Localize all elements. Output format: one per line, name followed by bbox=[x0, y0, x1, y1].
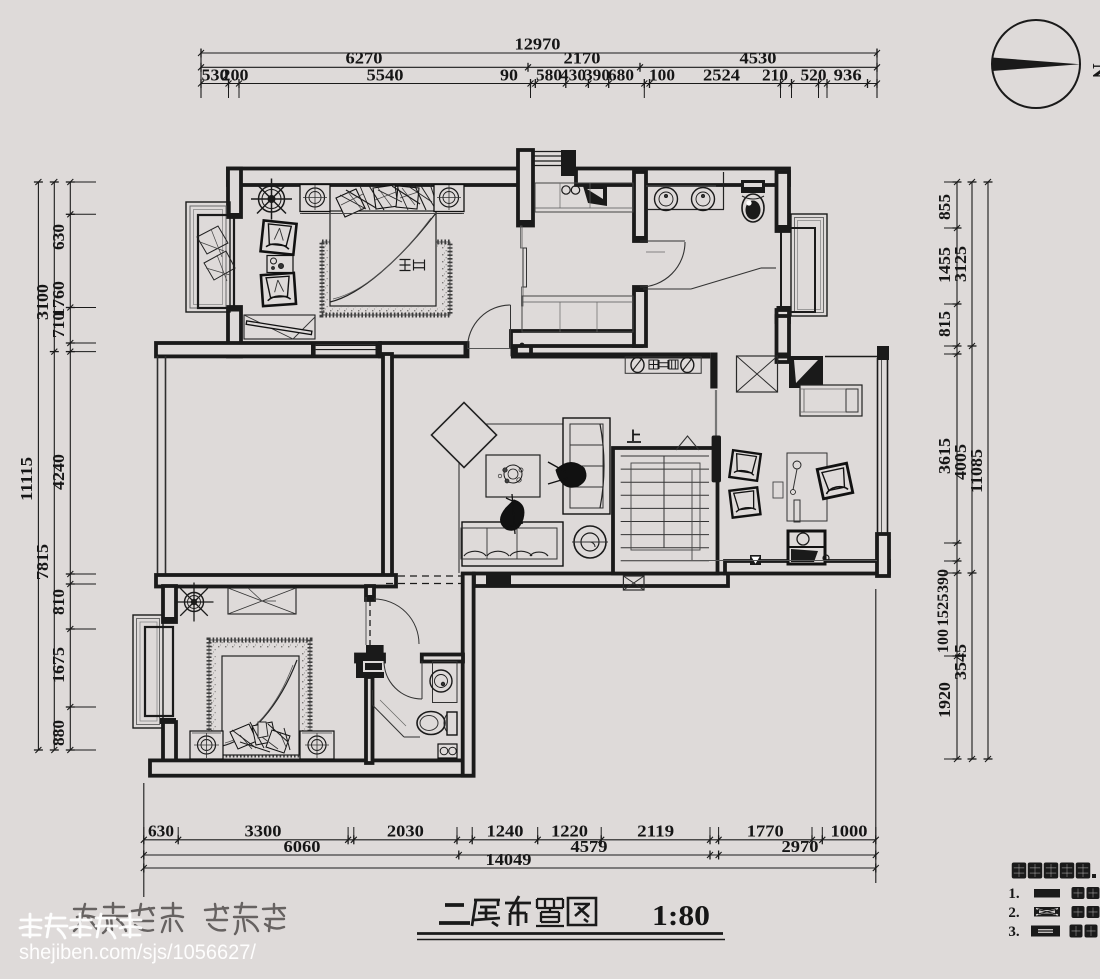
svg-text:1920: 1920 bbox=[935, 682, 954, 718]
svg-text:N: N bbox=[1088, 63, 1100, 78]
svg-text:3100: 3100 bbox=[33, 284, 52, 320]
svg-text:880: 880 bbox=[49, 720, 68, 746]
svg-text:1455: 1455 bbox=[935, 247, 954, 283]
svg-text:1760: 1760 bbox=[49, 281, 68, 317]
svg-text:2524: 2524 bbox=[703, 66, 741, 85]
svg-text:4240: 4240 bbox=[49, 454, 68, 490]
svg-text:100: 100 bbox=[649, 66, 675, 85]
svg-text:6270: 6270 bbox=[346, 49, 383, 68]
svg-text:7815: 7815 bbox=[33, 544, 52, 580]
svg-text:90: 90 bbox=[500, 66, 518, 85]
svg-text:710: 710 bbox=[49, 312, 68, 338]
svg-text:6060: 6060 bbox=[284, 837, 321, 856]
svg-text:1.: 1. bbox=[1008, 886, 1020, 902]
svg-text:12970: 12970 bbox=[515, 35, 561, 54]
svg-text:3300: 3300 bbox=[245, 822, 282, 841]
svg-text:4005: 4005 bbox=[951, 444, 970, 480]
svg-text:1525: 1525 bbox=[935, 594, 952, 627]
svg-text:14049: 14049 bbox=[486, 850, 532, 869]
svg-text:1220: 1220 bbox=[551, 822, 588, 841]
svg-text:11085: 11085 bbox=[967, 449, 986, 493]
svg-text:210: 210 bbox=[762, 66, 788, 85]
svg-text:390: 390 bbox=[584, 66, 610, 85]
svg-text:2030: 2030 bbox=[387, 822, 424, 841]
svg-text:1240: 1240 bbox=[487, 822, 524, 841]
svg-text:4579: 4579 bbox=[571, 837, 608, 856]
svg-text:630: 630 bbox=[49, 224, 68, 250]
svg-text:580: 580 bbox=[536, 66, 562, 85]
svg-text:shejiben.com/sjs/1056627/: shejiben.com/sjs/1056627/ bbox=[19, 941, 256, 964]
svg-text:390: 390 bbox=[935, 569, 952, 593]
svg-text:3125: 3125 bbox=[951, 246, 970, 282]
svg-text:2970: 2970 bbox=[782, 837, 819, 856]
svg-text:936: 936 bbox=[834, 66, 862, 85]
svg-text:100: 100 bbox=[935, 629, 952, 653]
svg-text:855: 855 bbox=[935, 194, 954, 220]
svg-text:1675: 1675 bbox=[49, 647, 68, 683]
svg-text:2.: 2. bbox=[1008, 905, 1020, 921]
svg-text:630: 630 bbox=[148, 822, 174, 841]
svg-text:3615: 3615 bbox=[935, 438, 954, 474]
svg-text:810: 810 bbox=[49, 589, 68, 615]
svg-text:520: 520 bbox=[801, 66, 827, 85]
svg-text:1:80: 1:80 bbox=[652, 900, 710, 932]
svg-text:1770: 1770 bbox=[747, 822, 784, 841]
svg-text:11115: 11115 bbox=[17, 457, 36, 501]
svg-text:5540: 5540 bbox=[367, 66, 404, 85]
svg-text:200: 200 bbox=[222, 66, 249, 85]
svg-text:680: 680 bbox=[608, 66, 634, 85]
svg-text:3.: 3. bbox=[1008, 924, 1020, 940]
svg-text:4530: 4530 bbox=[740, 49, 777, 68]
svg-text:2170: 2170 bbox=[564, 49, 601, 68]
svg-text:1000: 1000 bbox=[831, 822, 868, 841]
svg-text:2119: 2119 bbox=[637, 822, 674, 841]
svg-text:3545: 3545 bbox=[951, 644, 970, 680]
svg-text:815: 815 bbox=[935, 311, 954, 337]
svg-text:430: 430 bbox=[560, 66, 586, 85]
svg-text:530: 530 bbox=[202, 66, 229, 85]
